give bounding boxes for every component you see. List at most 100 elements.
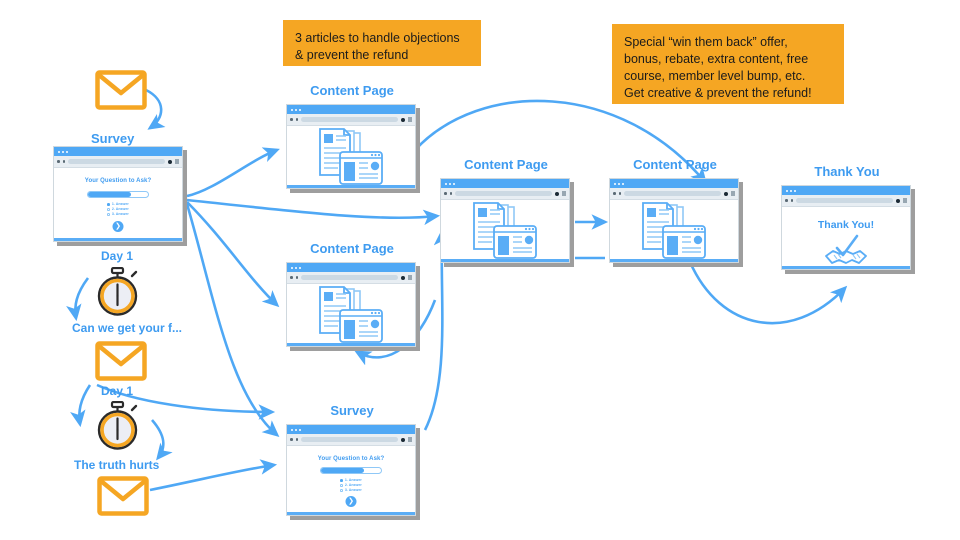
- window-titlebar: [287, 105, 415, 114]
- browser-window-survey-1[interactable]: Your Question to Ask? 1. Answer 2. Answe…: [53, 146, 187, 246]
- window-titlebar: [610, 179, 738, 188]
- window-frame: Your Question to Ask? 1. Answer 2. Answe…: [286, 424, 416, 516]
- window-bottom-bar: [287, 343, 415, 346]
- settings-icon[interactable]: [400, 437, 405, 442]
- forward-icon[interactable]: [790, 199, 793, 202]
- menu-icon[interactable]: [561, 191, 566, 196]
- thank-you-message: Thank You!: [817, 218, 875, 231]
- survey-option[interactable]: 2. Answer: [340, 483, 362, 488]
- note-line: course, member level bump, etc.: [624, 69, 806, 83]
- survey-next-button[interactable]: ❯: [112, 220, 124, 232]
- survey-next-button[interactable]: ❯: [345, 495, 357, 507]
- window-title-content-page-2: Content Page: [310, 241, 394, 256]
- window-title-survey-2: Survey: [330, 403, 374, 418]
- menu-icon[interactable]: [407, 275, 412, 280]
- window-title-survey-1: Survey: [91, 131, 135, 146]
- note-3-articles: 3 articles to handle objections & preven…: [283, 20, 481, 66]
- menu-icon[interactable]: [730, 191, 735, 196]
- browser-window-content-page-1[interactable]: [286, 104, 420, 193]
- handshake-check-icon: [825, 234, 867, 264]
- envelope-icon: [97, 476, 149, 516]
- radio-icon: [107, 208, 110, 211]
- address-bar[interactable]: [301, 117, 398, 122]
- survey-option[interactable]: 2. Answer: [107, 207, 129, 211]
- note-line: Get creative & prevent the refund!: [624, 86, 812, 100]
- survey-option[interactable]: 1. Answer: [107, 202, 129, 206]
- survey-option-label: 2. Answer: [344, 483, 362, 488]
- forward-icon[interactable]: [449, 192, 452, 195]
- forward-icon[interactable]: [295, 438, 298, 441]
- window-body: Your Question to Ask? 1. Answer 2. Answe…: [54, 168, 182, 241]
- settings-icon[interactable]: [554, 191, 559, 196]
- stopwatch-icon: [97, 401, 138, 450]
- address-bar[interactable]: [68, 159, 165, 164]
- window-body: [287, 126, 415, 188]
- survey-option-label: 3. Answer: [111, 212, 129, 217]
- menu-icon[interactable]: [174, 159, 179, 164]
- window-bottom-bar: [441, 259, 569, 262]
- document-stack-icon: [642, 202, 706, 259]
- window-toolbar: [441, 188, 569, 200]
- window-frame: [609, 178, 739, 263]
- window-bottom-bar: [782, 266, 910, 269]
- window-toolbar: [54, 156, 182, 168]
- back-icon[interactable]: [290, 118, 293, 121]
- address-bar[interactable]: [455, 191, 552, 196]
- window-title-content-page-1: Content Page: [310, 83, 394, 98]
- browser-window-content-page-2[interactable]: [286, 262, 420, 351]
- address-bar[interactable]: [301, 275, 398, 280]
- back-icon[interactable]: [785, 199, 788, 202]
- back-icon[interactable]: [613, 192, 616, 195]
- window-title-content-page-4: Content Page: [633, 157, 717, 172]
- address-bar[interactable]: [301, 437, 398, 442]
- address-bar[interactable]: [796, 198, 893, 203]
- note-line: & prevent the refund: [295, 48, 409, 62]
- settings-icon[interactable]: [400, 275, 405, 280]
- survey-option[interactable]: 3. Answer: [340, 488, 362, 493]
- back-icon[interactable]: [290, 438, 293, 441]
- forward-icon[interactable]: [618, 192, 621, 195]
- survey-option-label: 3. Answer: [344, 488, 362, 493]
- document-stack-icon: [473, 202, 537, 259]
- envelope-icon: [95, 341, 147, 381]
- menu-icon[interactable]: [407, 437, 412, 442]
- label-email-subject-1: Can we get your f...: [72, 321, 183, 335]
- browser-window-content-page-3[interactable]: [440, 178, 574, 267]
- survey-question: Your Question to Ask?: [317, 455, 385, 462]
- back-icon[interactable]: [290, 276, 293, 279]
- window-frame: Your Question to Ask? 1. Answer 2. Answe…: [53, 146, 183, 242]
- forward-icon[interactable]: [62, 160, 65, 163]
- window-frame: [286, 262, 416, 347]
- settings-icon[interactable]: [400, 117, 405, 122]
- document-stack-icon: [319, 128, 383, 185]
- back-icon[interactable]: [444, 192, 447, 195]
- menu-icon[interactable]: [902, 198, 907, 203]
- address-bar[interactable]: [624, 191, 721, 196]
- survey-option[interactable]: 1. Answer: [340, 478, 362, 482]
- window-toolbar: [287, 114, 415, 126]
- survey-options: 1. Answer 2. Answer 3. Answer: [287, 478, 415, 492]
- radio-icon: [107, 203, 110, 206]
- window-body: [441, 200, 569, 262]
- forward-icon[interactable]: [295, 276, 298, 279]
- browser-window-thank-you[interactable]: Thank You!: [781, 185, 915, 274]
- window-toolbar: [287, 272, 415, 284]
- survey-option[interactable]: 3. Answer: [107, 212, 129, 217]
- window-bottom-bar: [287, 185, 415, 188]
- note-line: bonus, rebate, extra content, free: [624, 52, 809, 66]
- forward-icon[interactable]: [295, 118, 298, 121]
- radio-icon: [340, 479, 343, 482]
- window-toolbar: [287, 434, 415, 446]
- note-line: Special “win them back” offer,: [624, 35, 788, 49]
- envelope-icon: [95, 70, 147, 110]
- browser-window-content-page-4[interactable]: [609, 178, 743, 267]
- back-icon[interactable]: [57, 160, 60, 163]
- browser-window-survey-2[interactable]: Your Question to Ask? 1. Answer 2. Answe…: [286, 424, 420, 520]
- settings-icon[interactable]: [167, 159, 172, 164]
- settings-icon[interactable]: [723, 191, 728, 196]
- menu-icon[interactable]: [407, 117, 412, 122]
- window-frame: [286, 104, 416, 189]
- note-win-them-back: Special “win them back” offer, bonus, re…: [612, 24, 844, 104]
- document-stack-icon: [319, 286, 383, 343]
- settings-icon[interactable]: [895, 198, 900, 203]
